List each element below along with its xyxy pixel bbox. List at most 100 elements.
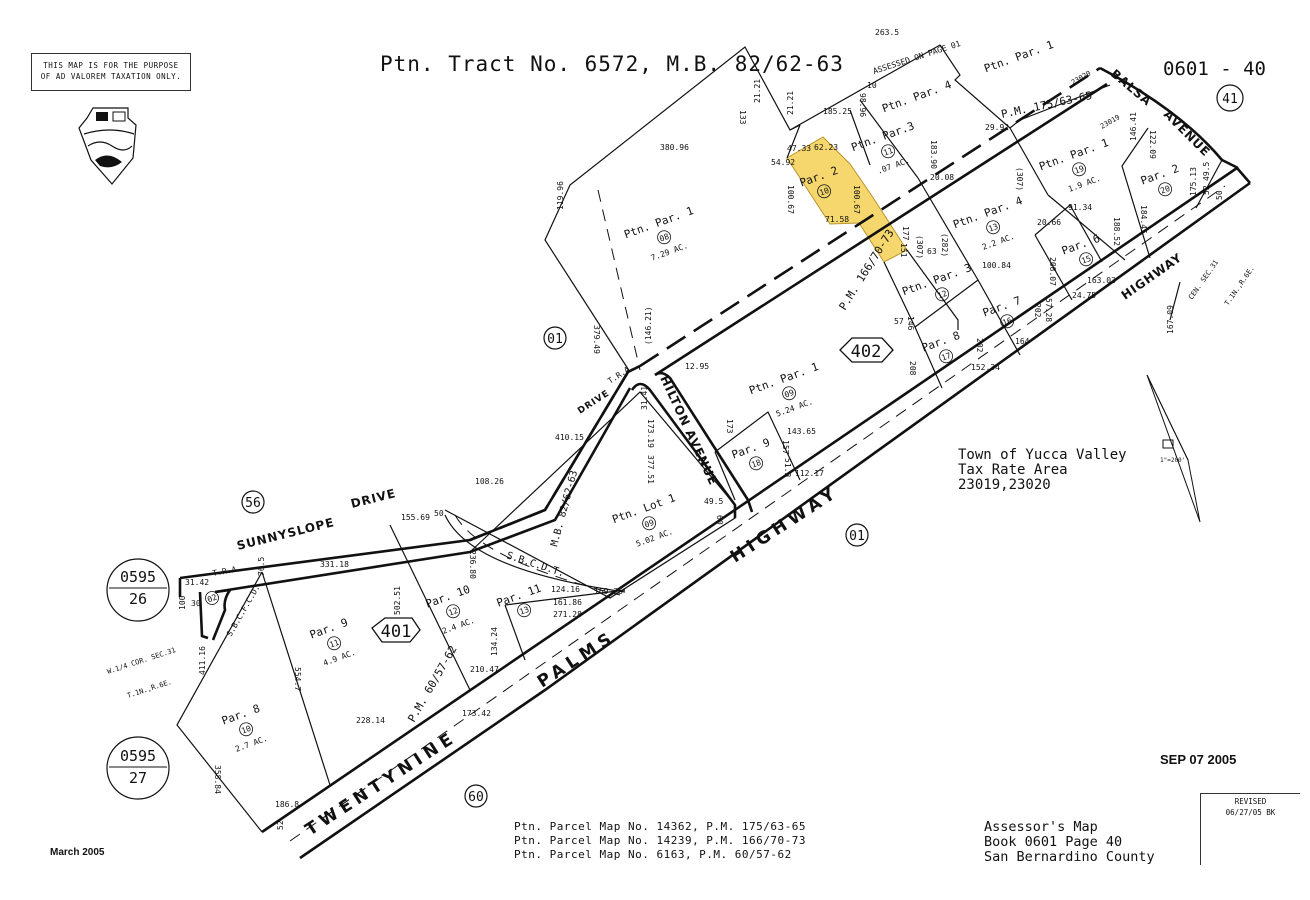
book-ref-0595-26[interactable]: 0595 26 [106, 558, 170, 622]
dimension-label: 377.51 [646, 455, 655, 484]
dimension-label: 146 [906, 316, 915, 331]
road-label-sunnyslope: SUNNYSLOPE [235, 515, 336, 553]
dimension-label: 71.58 [825, 215, 849, 224]
parcel-acreage: 5.02 AC. [635, 527, 674, 549]
parcel-acreage: 5.24 AC. [775, 397, 814, 419]
corner-note: T.1N.,R.6E. [126, 678, 173, 700]
circled-number-text: 01 [547, 332, 563, 347]
dimension-label: 210.47 [470, 665, 499, 674]
dimension-label: (307) [1015, 167, 1024, 191]
dimension-label: 112.17 [795, 469, 824, 478]
dimension-label: 49.5 [704, 497, 723, 506]
tra-code: 23020 [1070, 69, 1092, 86]
dimension-label: 554.7 [293, 667, 302, 691]
road-label-balsa: BALSA [1108, 67, 1155, 109]
parcel-12[interactable]: Ptn. Par. 312 [900, 261, 978, 313]
parcel-acreage: 4.9 AC. [322, 648, 357, 668]
parcel-15[interactable]: Par. 615 [1060, 232, 1107, 272]
book-ref-0595-27[interactable]: 0595 27 [106, 736, 170, 800]
circled-number-text: 60 [468, 790, 484, 805]
dimension-label: 91.34 [1068, 203, 1092, 212]
page-number: 27 [129, 769, 147, 787]
dimension-label: 186.8 [275, 800, 299, 809]
corner-note: CEN. SEC.31 [1187, 259, 1220, 302]
tax-rate-area: Town of Yucca Valley Tax Rate Area 23019… [958, 448, 1127, 493]
parcel-name: Par. 9 [730, 436, 772, 462]
dimension-label: 100 [178, 595, 187, 610]
map-date: March 2005 [50, 847, 105, 858]
circled-number-text: 41 [1222, 92, 1238, 107]
parcel-map-ref: Ptn. Parcel Map No. 14239, P.M. 166/70-7… [514, 834, 807, 847]
assessor-line: San Bernardino County [984, 849, 1155, 865]
dimension-label: 31.42 [185, 578, 209, 587]
parcel-label[interactable]: Ptn. Par. 1 [982, 38, 1055, 75]
parcel-02[interactable]: 02 [204, 590, 221, 607]
dimension-label: 21.21 [753, 79, 762, 103]
dimension-label: 157 [781, 440, 790, 455]
parcel-number: 02 [206, 593, 218, 605]
dimension-label: 51.3 [783, 458, 792, 477]
parcel-name: Ptn. Par. 4 [880, 78, 953, 115]
map-title: Ptn. Tract No. 6572, M.B. 82/62-63 [380, 52, 844, 76]
dimension-label: 24.75 [1072, 291, 1096, 300]
parcel-11[interactable]: Ptn. Par.311.07 AC. [849, 119, 926, 181]
dimension-label: 31.41 [640, 386, 649, 410]
town-name: Town of Yucca Valley [958, 447, 1127, 463]
parcel-acreage: .07 AC. [876, 156, 911, 176]
parcel-17[interactable]: Par. 817 [920, 329, 967, 369]
dimension-label: 62.23 [814, 143, 838, 152]
parcel-number: 13 [518, 605, 530, 617]
corner-note: T.1N.,R.6E. [1223, 265, 1256, 308]
parcel-name: Par. 10 [424, 583, 472, 611]
dimension-label: 185.25 [823, 107, 852, 116]
dimension-label: 358.84 [213, 765, 222, 794]
assessor-map-info: Assessor's Map Book 0601 Page 40 San Ber… [984, 820, 1155, 865]
parcel-18[interactable]: Par. 918 [730, 436, 777, 476]
road-label-hilton: HILTON AVENUE [657, 373, 720, 487]
dimension-label: 100.67 [786, 185, 795, 214]
dimension-label: 183.90 [929, 140, 938, 169]
dimension-label: 122.09 [1148, 130, 1157, 159]
block-number: 402 [851, 342, 882, 362]
dimension-label: 100.67 [852, 185, 861, 214]
parcel-number: 08 [658, 232, 670, 244]
taxation-disclaimer: THIS MAP IS FOR THE PURPOSE OF AD VALORE… [31, 53, 191, 91]
dimension-label: 57 [894, 317, 904, 326]
parcel-label[interactable]: Ptn. Par. 4 [880, 78, 953, 115]
parcel-20[interactable]: Par. 220 [1139, 162, 1186, 202]
parcel-name: Par. 6 [1060, 232, 1102, 258]
book-number: 0595 [120, 747, 156, 765]
dimension-label: 169.35 [594, 587, 623, 596]
parcel-name: Par. 2 [1139, 162, 1181, 188]
parcel-acreage: 2.4 AC. [441, 616, 476, 636]
dimension-label: 167.09 [1166, 305, 1175, 334]
dimension-label: 52 [276, 820, 285, 830]
dimension-label: 411.16 [198, 646, 207, 675]
dimension-label: 173.19 [646, 419, 655, 448]
scale-label: 1"=200' [1160, 457, 1185, 464]
county-seal-icon [78, 107, 137, 185]
dimension-label: 134.24 [490, 627, 499, 656]
dimension-label: 10 [867, 81, 877, 90]
dimension-label: 60 [715, 515, 724, 525]
block-401: 401 [371, 617, 421, 643]
circled-number-text: 56 [245, 496, 261, 511]
dimension-label: 380.96 [660, 143, 689, 152]
tax-rate-area-label: Tax Rate Area [958, 462, 1068, 478]
dimension-label: 502.51 [393, 586, 402, 615]
book-number: 0595 [120, 568, 156, 586]
dimension-label: 63 [927, 247, 937, 256]
revised-label: REVISED [1234, 797, 1267, 806]
parcel-acreage: 2.7 AC. [234, 734, 269, 754]
parcel-name: Par. 11 [495, 582, 543, 610]
north-arrow-icon: 1"=200' [1146, 374, 1201, 523]
